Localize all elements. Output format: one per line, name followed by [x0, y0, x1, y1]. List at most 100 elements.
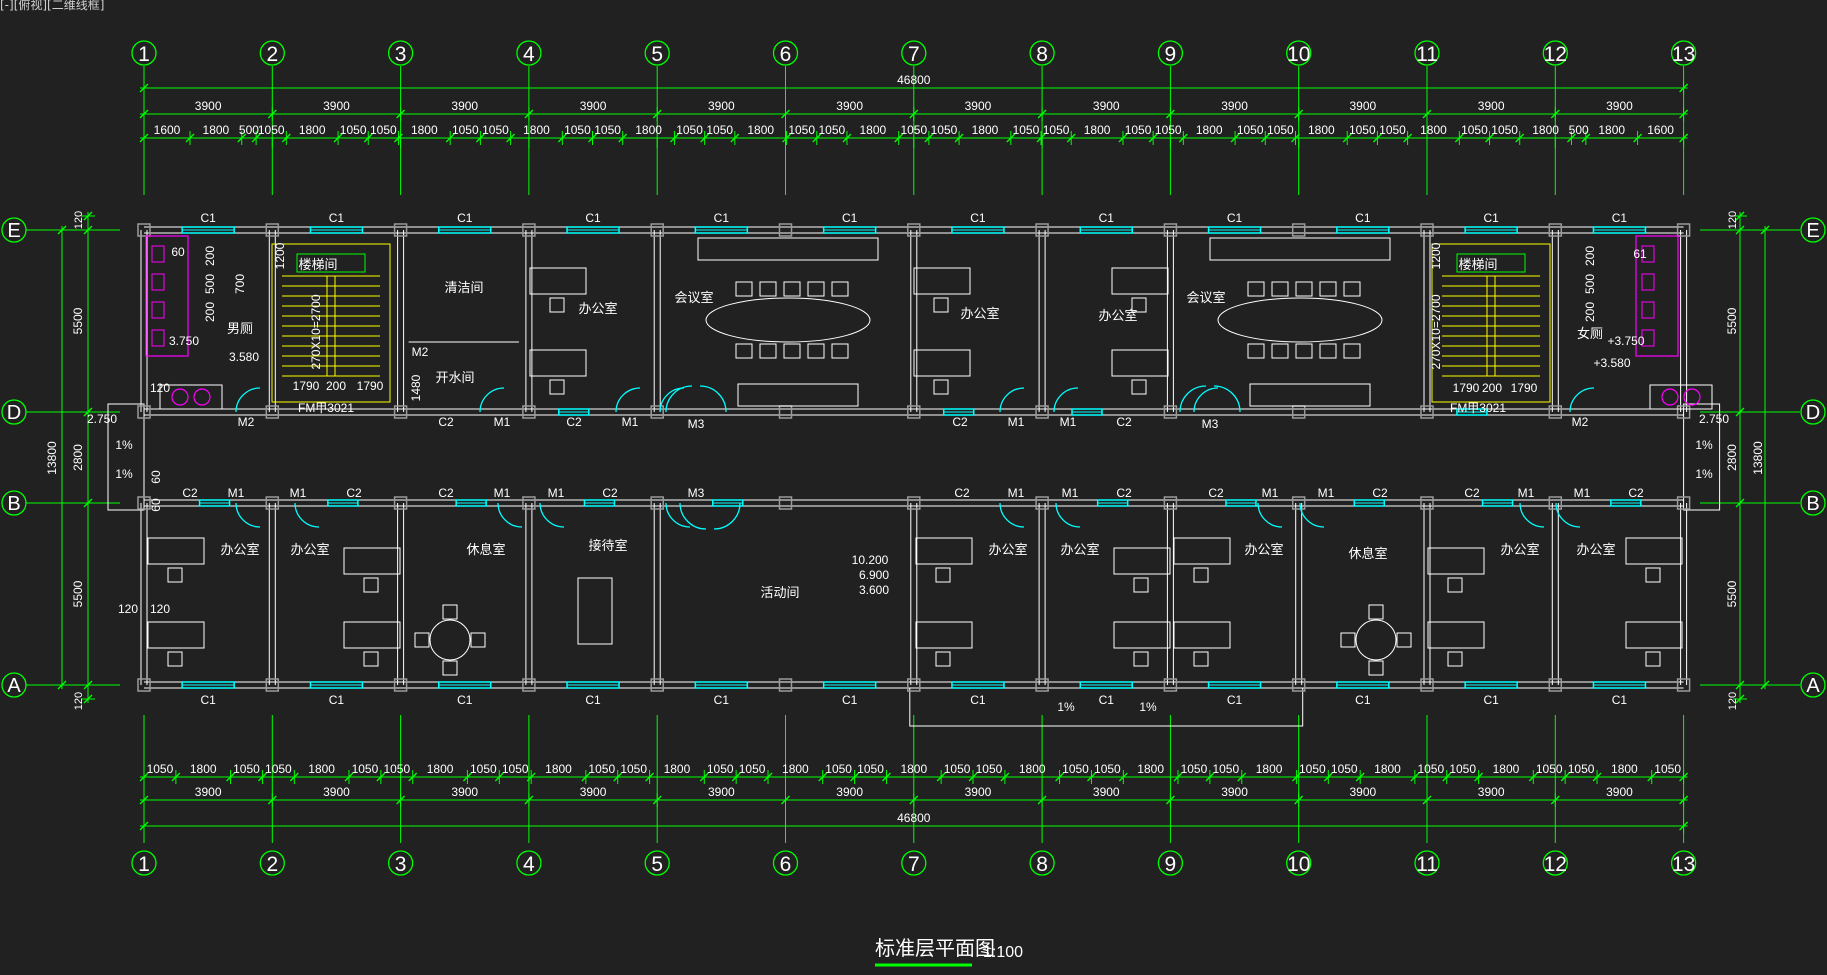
chair	[831, 281, 849, 297]
dim-bay-top: 3900	[580, 99, 607, 113]
window-tag: C1	[714, 211, 730, 225]
dim-sub-bottom: 1050	[502, 762, 529, 776]
grid-bubble-label: 9	[1165, 43, 1177, 66]
grid-bubble-label: 5	[651, 43, 663, 66]
column	[137, 678, 151, 692]
dim-sub-top: 1050	[788, 123, 815, 137]
column	[1163, 405, 1178, 419]
chair	[363, 577, 379, 593]
column	[1291, 223, 1306, 237]
chair	[759, 281, 777, 297]
chair	[933, 297, 949, 313]
corridor-end-right	[1683, 403, 1721, 511]
dim-left-total: 13800	[45, 441, 59, 475]
column	[1548, 223, 1563, 237]
sink	[171, 388, 189, 406]
column	[1676, 678, 1691, 692]
column	[1420, 678, 1434, 692]
window-tag: C1	[1227, 693, 1243, 707]
column	[265, 678, 280, 692]
desk	[343, 547, 401, 575]
tag-c2: C2	[952, 415, 968, 429]
door-swing	[1193, 387, 1219, 413]
column	[265, 223, 280, 237]
double-door	[665, 385, 727, 413]
annot-d700: 700	[233, 274, 247, 294]
chair	[1447, 577, 1463, 593]
tag-m1: M1	[1318, 486, 1335, 500]
room-label-office: 办公室	[1060, 542, 1099, 557]
dim-bay-bottom: 3900	[1221, 785, 1248, 799]
column	[778, 496, 793, 510]
tag-m1: M1	[494, 486, 511, 500]
column	[650, 223, 664, 237]
column	[265, 405, 280, 419]
dim-sub-top: 500	[239, 123, 259, 137]
dim-sub-top: 1800	[747, 123, 774, 137]
dim-bay-top: 3900	[1221, 99, 1248, 113]
double-door	[1179, 385, 1241, 413]
column	[907, 496, 921, 510]
stair-handrail	[326, 275, 336, 377]
window-tag: C1	[970, 693, 986, 707]
tag-c2: C2	[1372, 486, 1388, 500]
tag-m1: M1	[1060, 415, 1077, 429]
dim-bay-top: 3900	[1606, 99, 1633, 113]
desk	[343, 621, 401, 649]
grid-bubble-label: 13	[1672, 43, 1695, 66]
fixtures	[145, 235, 1713, 676]
dim-left-part: 5500	[71, 307, 85, 334]
grid-bubble	[1, 217, 27, 243]
tag-c2: C2	[1464, 486, 1480, 500]
dim-sub-top: 1600	[1647, 123, 1674, 137]
cabinet	[1249, 383, 1371, 407]
dim-sub-bottom: 1800	[1019, 762, 1046, 776]
room-label-office: 办公室	[220, 542, 259, 557]
grid-bubble	[1542, 40, 1568, 66]
dim-sub-top: 1800	[411, 123, 438, 137]
viewport-label[interactable]: [-][俯视][二维线框]	[0, 0, 105, 12]
desk	[529, 267, 587, 295]
annot-d1790: 1790	[1453, 381, 1480, 395]
room-label-office: 办公室	[1098, 308, 1137, 323]
door-swing	[235, 502, 261, 528]
grid-bubble-label: 8	[1036, 43, 1048, 66]
desk	[1113, 621, 1171, 649]
grid-bubble	[1414, 850, 1440, 876]
dim-sub-bottom: 1050	[1062, 762, 1089, 776]
grid-bubble-label: D	[1806, 402, 1820, 424]
dim-edge-left: 120	[73, 692, 85, 710]
annot-elev_2750: 2.750	[1699, 412, 1729, 426]
column	[907, 678, 921, 692]
column	[1163, 223, 1178, 237]
dim-sub-bottom: 1050	[620, 762, 647, 776]
tag-m2: M2	[412, 345, 429, 359]
dim-bay-top: 3900	[836, 99, 863, 113]
dim-sub-bottom: 1800	[1493, 762, 1520, 776]
dim-bay-top: 3900	[708, 99, 735, 113]
sink-counter	[159, 384, 223, 410]
window-tag: C1	[1483, 693, 1499, 707]
room-label-reception: 接待室	[588, 538, 627, 553]
column	[393, 678, 408, 692]
room-label-activity: 活动间	[760, 585, 799, 600]
annot-d1200: 1200	[273, 242, 287, 269]
column	[1035, 496, 1049, 510]
dim-sub-bottom: 1050	[1094, 762, 1121, 776]
door-swing	[479, 387, 505, 413]
grid-bubble-label: 7	[908, 853, 920, 876]
window-tag: C1	[1483, 211, 1499, 225]
dim-bay-bottom: 3900	[580, 785, 607, 799]
desk	[1427, 621, 1485, 649]
sink	[1661, 388, 1679, 406]
dim-bay-bottom: 3900	[1093, 785, 1120, 799]
grid-bubble-label: 12	[1544, 853, 1567, 876]
column	[1548, 405, 1563, 419]
chair	[1396, 632, 1412, 648]
grid-bubble-label: 3	[395, 43, 407, 66]
tag-m2: M2	[238, 415, 255, 429]
chair	[363, 651, 379, 667]
tag-m1: M1	[494, 415, 511, 429]
